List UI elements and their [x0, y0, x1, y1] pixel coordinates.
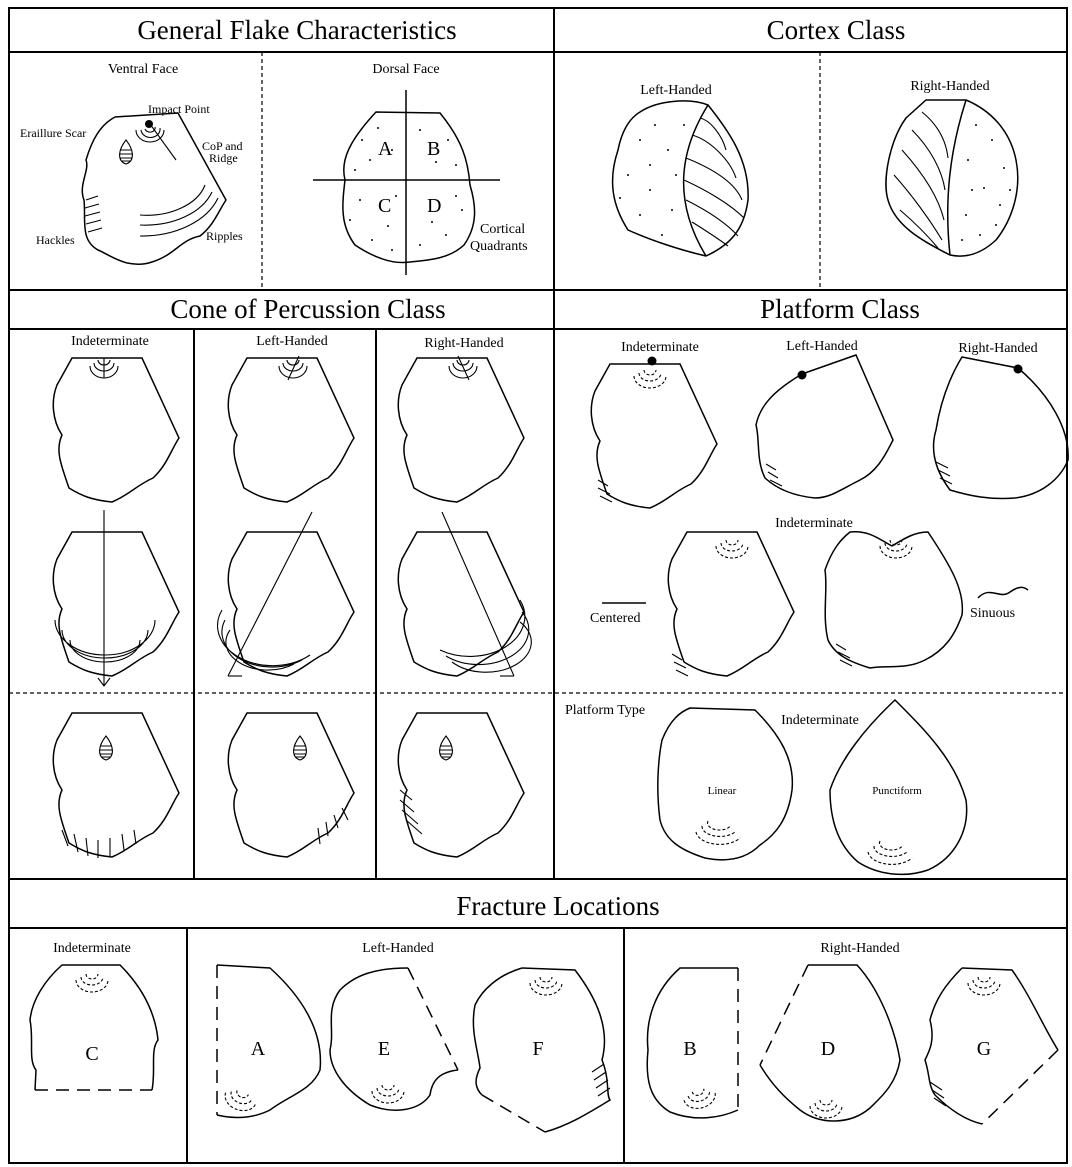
fracture-flake-f-label: F [532, 1038, 543, 1060]
ventral-face-panel: Ventral Face Impact Point Eraillure Scar… [20, 62, 243, 264]
ventral-face-label: Ventral Face [108, 62, 178, 77]
cortex-right-handed-panel: Right-Handed [886, 79, 1018, 256]
dorsal-face-panel: Dorsal Face A B C D Cortical Quadrants [313, 62, 528, 275]
platform-flake-centered [668, 532, 794, 676]
fracture-flake-c-label: C [85, 1043, 98, 1065]
platform-indeterminate-label: Indeterminate [621, 340, 699, 355]
platform-type-label: Platform Type [565, 703, 645, 718]
cone-right-handed-label: Right-Handed [424, 336, 503, 351]
platform-left-handed-label: Left-Handed [786, 339, 858, 354]
platform-flake-indeterminate [591, 364, 717, 508]
cortex-right-handed-label: Right-Handed [910, 79, 989, 94]
platform-flake-sinuous [825, 532, 962, 668]
platform-indeterminate-label-2: Indeterminate [775, 516, 853, 531]
fracture-left-handed-label: Left-Handed [362, 941, 434, 956]
fracture-indeterminate-label: Indeterminate [53, 941, 131, 956]
cortex-left-stipple [619, 124, 685, 236]
punctiform-label: Punctiform [872, 785, 922, 797]
fracture-flake-d-label: D [821, 1038, 835, 1060]
sinuous-label: Sinuous [970, 606, 1015, 621]
quadrant-a-label: A [378, 138, 393, 160]
fracture-flake-e-label: E [378, 1038, 390, 1060]
platform-class-panel: Indeterminate Left-Handed Right-Handed I… [565, 339, 1068, 874]
cone-of-percussion-panel: Indeterminate Left-Handed Right-Handed [53, 334, 531, 858]
cortex-right-stipple [961, 124, 1011, 241]
header-cone-of-percussion-class: Cone of Percussion Class [170, 294, 445, 324]
platform-flake-linear [658, 708, 793, 860]
impact-point-label: Impact Point [148, 102, 210, 116]
header-platform-class: Platform Class [760, 294, 920, 324]
dorsal-flake-outline [343, 112, 475, 263]
cone-flake-left-1 [228, 358, 354, 502]
cone-flake-right-1 [398, 358, 524, 502]
cop-ridge-label-2: Ridge [209, 151, 238, 165]
fracture-flake-g-label: G [977, 1038, 991, 1060]
cone-flake-right-3 [398, 713, 524, 857]
quadrant-c-label: C [378, 195, 391, 217]
platform-indeterminate-label-3: Indeterminate [781, 713, 859, 728]
quadrant-d-label: D [427, 195, 441, 217]
fracture-flake-a-label: A [251, 1038, 266, 1060]
linear-label: Linear [708, 785, 737, 797]
cone-flake-indeterminate-1 [53, 358, 179, 502]
platform-right-handed-label: Right-Handed [958, 341, 1037, 356]
cortical-quadrants-label-1: Cortical [480, 222, 525, 237]
fracture-locations-panel: Indeterminate Left-Handed Right-Handed C… [30, 941, 1058, 1132]
cone-flake-indeterminate-3 [53, 713, 179, 857]
eraillure-scar-mark [119, 140, 133, 164]
cone-flake-right-2 [398, 532, 524, 676]
cone-indeterminate-label: Indeterminate [71, 334, 149, 349]
figure-frame [9, 8, 1067, 1163]
cortex-left-handed-label: Left-Handed [640, 83, 712, 98]
cone-left-handed-label: Left-Handed [256, 334, 328, 349]
eraillure-scar-label: Eraillure Scar [20, 126, 86, 140]
header-general-flake-characteristics: General Flake Characteristics [137, 15, 456, 45]
centered-label: Centered [590, 611, 641, 626]
fracture-right-handed-label: Right-Handed [820, 941, 899, 956]
ripples-label: Ripples [206, 229, 243, 243]
cortex-left-handed-panel: Left-Handed [613, 83, 749, 256]
header-cortex-class: Cortex Class [767, 15, 906, 45]
hackles-label: Hackles [36, 233, 75, 247]
ventral-flake-outline [82, 113, 226, 264]
cortical-quadrants-label-2: Quadrants [470, 239, 528, 254]
dorsal-face-label: Dorsal Face [372, 62, 439, 77]
quadrant-b-label: B [427, 138, 440, 160]
cone-flake-left-3 [228, 713, 354, 857]
sinuous-line-icon [978, 587, 1028, 598]
hackles-marks [85, 196, 102, 232]
fracture-flake-b-label: B [683, 1038, 696, 1060]
header-fracture-locations: Fracture Locations [456, 891, 659, 921]
platform-flake-right-handed [934, 357, 1069, 499]
